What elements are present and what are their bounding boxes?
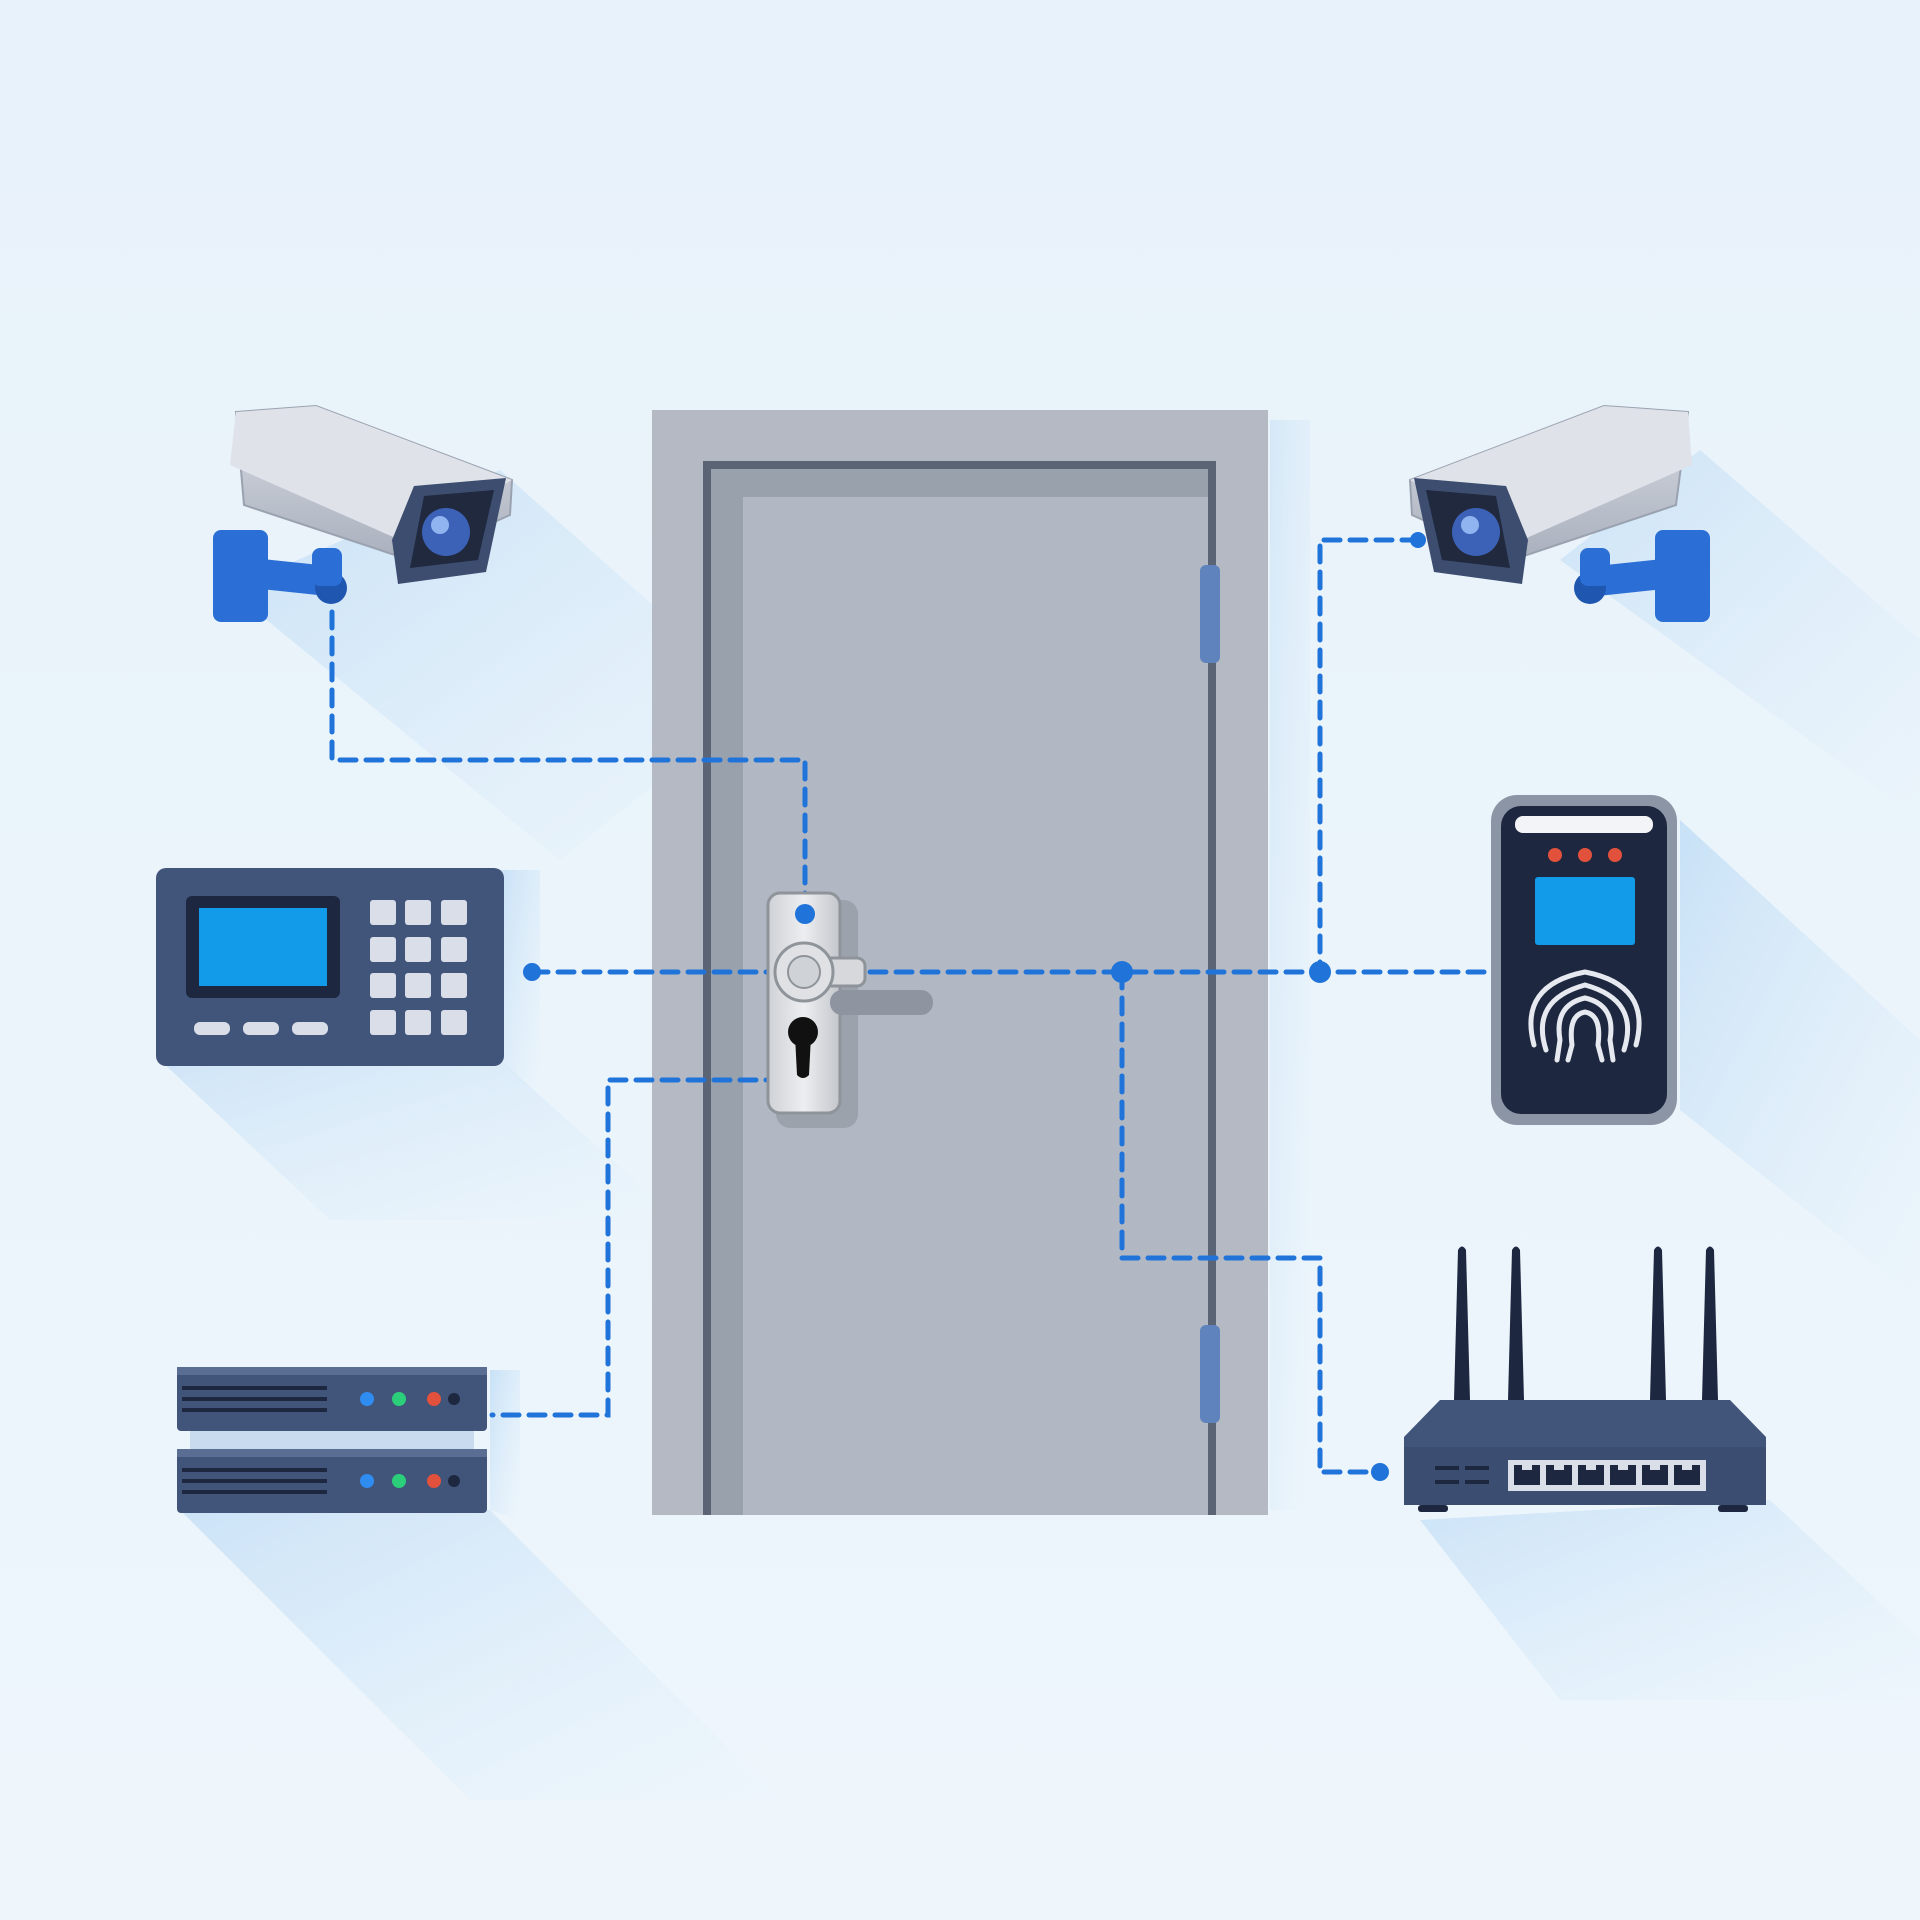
contactless-icon <box>1528 969 1642 1063</box>
led-green <box>392 1474 406 1488</box>
router-port-panel <box>1508 1460 1706 1491</box>
handle-lever-shadow <box>830 990 933 1015</box>
keyhole-icon <box>788 1017 818 1078</box>
link-junction-to-router <box>1119 969 1383 1475</box>
camera-neck <box>1580 548 1610 586</box>
keypad-shadow <box>160 1060 680 1220</box>
door[interactable] <box>652 410 1268 1515</box>
keypad-number-keys <box>370 900 467 1035</box>
camera-right-shadow <box>1560 450 1920 820</box>
server-shadow-side <box>490 1370 520 1520</box>
lock-top-dot <box>795 904 815 924</box>
camera-lens-glare <box>1461 516 1479 534</box>
reader-shadow <box>1680 820 1920 1300</box>
camera-lens <box>422 508 470 556</box>
server-rack-icon <box>177 1367 487 1513</box>
door-outline <box>703 461 1216 1515</box>
reader-display <box>1535 877 1635 945</box>
reader-top-slot <box>1515 816 1653 833</box>
server-gap <box>190 1431 474 1449</box>
camera-wall-mount <box>1655 530 1710 622</box>
lock-plate <box>766 891 842 1115</box>
led-green <box>392 1392 406 1406</box>
reader-led <box>1608 848 1622 862</box>
keypad-panel-icon <box>156 868 504 1066</box>
node-keypad <box>523 963 541 981</box>
security-camera-icon <box>213 404 514 622</box>
rfid-card-reader[interactable] <box>1491 795 1677 1125</box>
reader-led <box>1578 848 1592 862</box>
camera-neck <box>312 548 342 586</box>
keypad-screen <box>199 908 327 986</box>
camera-wall-mount <box>213 530 268 622</box>
server-unit-bottom <box>177 1449 487 1513</box>
door-shadow <box>1270 420 1310 1510</box>
router-antennas <box>1454 1246 1718 1400</box>
wifi-router[interactable] <box>1404 1246 1766 1513</box>
keypad-soft-buttons <box>194 1022 328 1035</box>
alarm-keypad-panel[interactable] <box>156 868 504 1066</box>
link-lock-to-server <box>489 1077 785 1418</box>
server-unit-top <box>177 1367 487 1431</box>
ethernet-ports <box>1514 1465 1700 1485</box>
router-vent <box>1435 1466 1489 1484</box>
led-off <box>448 1393 460 1405</box>
long-shadows <box>160 420 1920 1800</box>
led-red <box>427 1392 441 1406</box>
door-hinge-top <box>1200 565 1220 663</box>
router-top <box>1404 1400 1766 1437</box>
led-off <box>448 1475 460 1487</box>
camera-lens <box>1452 508 1500 556</box>
led-red <box>427 1474 441 1488</box>
security-camera-left[interactable] <box>213 404 514 622</box>
camera-arm <box>242 557 334 597</box>
camera-arm <box>1589 557 1681 597</box>
led-blue <box>360 1474 374 1488</box>
door-lock[interactable] <box>766 891 933 1128</box>
router-foot <box>1718 1505 1748 1512</box>
handle-rosette-inner <box>787 955 821 989</box>
node-camera-right <box>1410 532 1426 548</box>
door-hinge-bottom <box>1200 1325 1220 1423</box>
server-shadow <box>180 1510 780 1800</box>
router-foot <box>1418 1505 1448 1512</box>
router-shadow <box>1420 1500 1920 1700</box>
keypad-shadow-side <box>500 870 540 1100</box>
node-right-junction <box>1309 961 1331 983</box>
link-camera-right-to-reader <box>1317 537 1421 975</box>
rfid-reader-icon <box>1491 795 1677 1125</box>
node-router <box>1371 1463 1389 1481</box>
security-camera-right[interactable] <box>1408 404 1710 622</box>
wifi-router-icon <box>1404 1246 1766 1512</box>
node-junction <box>1111 961 1133 983</box>
camera-lens-glare <box>431 516 449 534</box>
led-blue <box>360 1392 374 1406</box>
ethernet-port-notches <box>1522 1465 1692 1470</box>
nvr-server-stack[interactable] <box>177 1367 487 1513</box>
reader-led <box>1548 848 1562 862</box>
security-camera-icon <box>1408 404 1710 622</box>
